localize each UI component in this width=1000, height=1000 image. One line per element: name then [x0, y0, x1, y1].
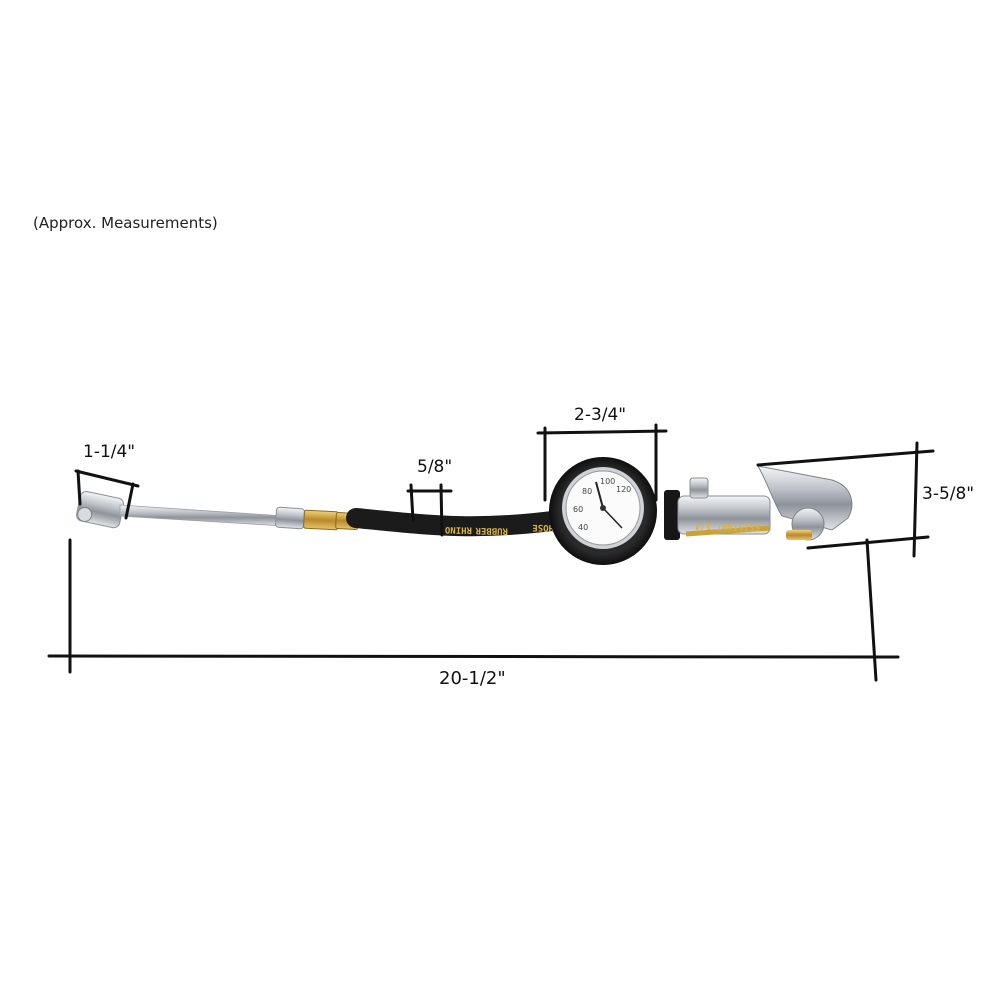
dimension-label-handle-height: 3-5/8" [922, 484, 975, 504]
measurements-note: (Approx. Measurements) [33, 214, 218, 232]
chrome-extension-rod [119, 504, 305, 530]
rubber-hose: RHINO RUBBER HOSE [346, 508, 570, 537]
gauge-tick-40: 40 [578, 523, 588, 532]
dimension-lines [47, 423, 935, 682]
dimension-label-overall-length: 20-1/2" [439, 668, 506, 689]
dimension-label-hose-width: 5/8" [417, 457, 453, 477]
dimension-label-gauge-diameter: 2-3/4" [574, 405, 627, 425]
inflator-body: ESISTANT 1/4 [677, 477, 771, 537]
body-print-resistant: ESISTANT 1/4 [694, 520, 760, 531]
gauge-tick-100: 100 [600, 477, 615, 486]
hose-print-rubber: RUBBER [475, 525, 508, 536]
gauge-tick-80: 80 [582, 487, 592, 496]
dimension-label-nozzle-width: 1-1/4" [83, 442, 136, 462]
hose-clamp [664, 490, 680, 540]
trigger-lever [757, 465, 853, 541]
hose-print-rhino: RHINO [444, 524, 472, 534]
air-chuck-nozzle [76, 490, 125, 529]
gauge-tick-60: 60 [573, 505, 583, 514]
hose-print-hose: HOSE [532, 522, 554, 532]
gauge-tick-120: 120 [616, 485, 631, 494]
pressure-gauge: 40 60 80 100 120 [549, 457, 657, 565]
